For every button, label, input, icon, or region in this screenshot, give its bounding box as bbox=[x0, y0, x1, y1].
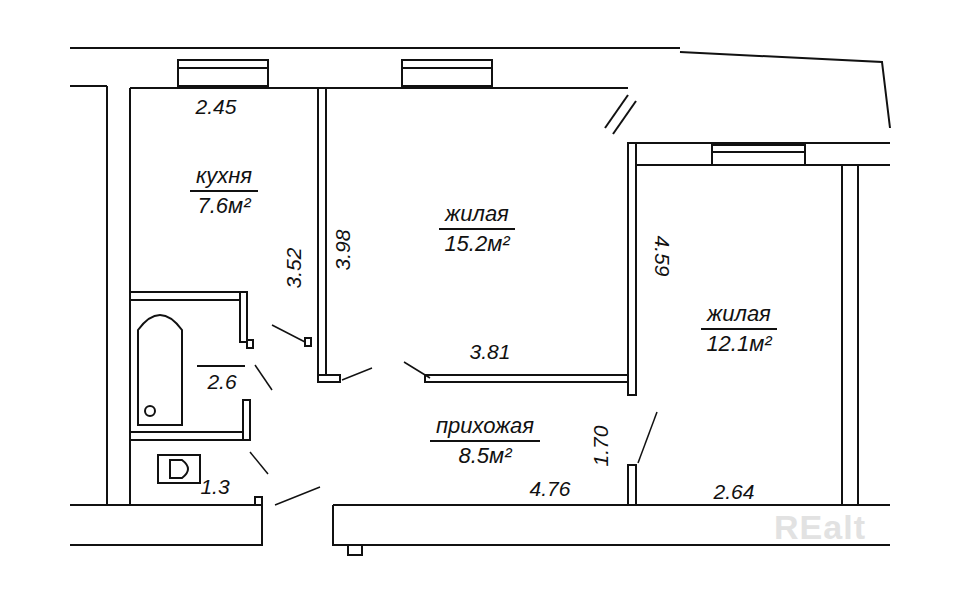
room-area: кухня7.6м² bbox=[130, 162, 318, 220]
dimension: 2.45 bbox=[196, 95, 237, 119]
dimension: 4.59 bbox=[650, 236, 674, 277]
dimension: 1.70 bbox=[589, 426, 613, 467]
watermark: REalt bbox=[774, 515, 866, 539]
dimension: 1.3 bbox=[200, 475, 229, 499]
dimension: 3.52 bbox=[282, 248, 306, 289]
room-name: прихожая bbox=[430, 412, 540, 442]
dimension: 3.81 bbox=[470, 340, 511, 364]
room-name: жилая bbox=[701, 300, 777, 330]
room-area: жилая12.1м² bbox=[636, 300, 842, 358]
room-area: жилая15.2м² bbox=[326, 200, 628, 258]
dimension: 4.76 bbox=[530, 477, 571, 501]
room-area: прихожая8.5м² bbox=[380, 412, 590, 470]
room-area-value: 7.6м² bbox=[198, 192, 251, 220]
dimension: 2.64 bbox=[714, 480, 755, 504]
room-name: кухня bbox=[190, 162, 258, 192]
dimension: 2.6 bbox=[207, 370, 236, 394]
room-area-value: 12.1м² bbox=[706, 330, 771, 358]
dimension: 3.98 bbox=[331, 230, 355, 271]
room-name: жилая bbox=[439, 200, 515, 230]
room-area-value: 8.5м² bbox=[459, 442, 512, 470]
room-area-value: 15.2м² bbox=[444, 230, 509, 258]
